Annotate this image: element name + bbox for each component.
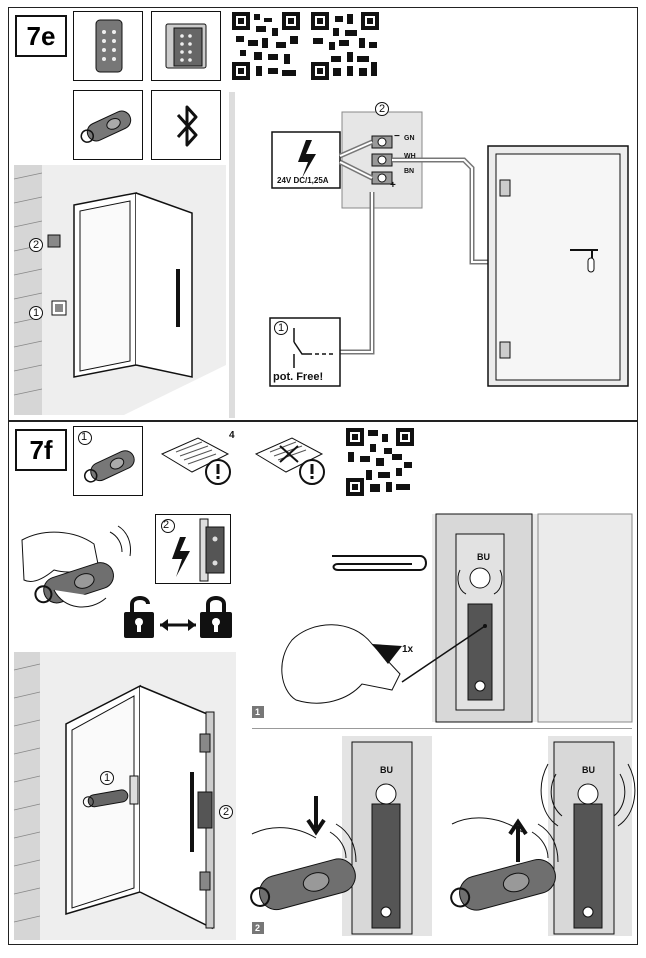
callout-1-switch: 1 (33, 307, 40, 319)
manual-reference-number: 4 (229, 430, 235, 441)
qr-code-2-icon (311, 12, 379, 80)
callout-2-junction: 2 (379, 103, 386, 115)
wireless-keypad-icon (95, 19, 123, 73)
door-installation-illustration (13, 165, 226, 415)
button-label-bu-1: BU (477, 552, 490, 562)
bluetooth-tile (151, 90, 221, 160)
callout-2-lock: 2 (163, 519, 170, 531)
keypad-wall-tile (151, 11, 221, 81)
page-frame (8, 7, 638, 945)
power-supply-label: 24V DC/1,25A (277, 176, 329, 185)
wiring-diagram (229, 92, 637, 418)
keypad-handheld-tile (73, 11, 143, 81)
button-label-bu-2: BU (380, 765, 393, 775)
button-label-bu-3: BU (582, 765, 595, 775)
terminal-gn-label: GN (404, 135, 415, 142)
manual-warning-icon (160, 437, 231, 485)
callout-1-switch-box: 1 (278, 322, 285, 334)
callout-2-door-lock: 2 (223, 806, 230, 818)
press-count-label: 1x (402, 644, 414, 655)
manual-crossed-warning-icon (254, 437, 325, 485)
lock-power-tile (155, 514, 231, 584)
callout-1-transmitter: 1 (81, 431, 88, 443)
terminal-wh-label: WH (404, 153, 416, 160)
handheld-transmitter-icon (80, 110, 132, 143)
step-label-7f: 7f (15, 429, 67, 471)
door-with-motor-lock-illustration (13, 652, 236, 940)
callout-2-keypad: 2 (33, 239, 40, 251)
panel-separator (252, 728, 632, 729)
qr-code-1-icon (232, 12, 300, 80)
handheld-transmitter-tile (73, 90, 143, 160)
handheld-transmitter-icon (78, 431, 135, 483)
polarity-minus: − (394, 131, 400, 142)
callouts-left (29, 238, 43, 320)
section-divider (8, 420, 638, 422)
hand-with-transmitter-illustration (21, 525, 131, 608)
wall-keypad-icon (165, 23, 207, 69)
polarity-plus: + (390, 180, 396, 191)
panel-2-number: 2 (255, 923, 261, 933)
callout-1-door-transmitter: 1 (104, 772, 111, 784)
panel-1-number: 1 (255, 707, 261, 717)
step-label-7e: 7e (15, 15, 67, 57)
motor-lock-power-icon (161, 518, 225, 582)
potential-free-label: pot. Free! (273, 371, 324, 383)
terminal-bn-label: BN (404, 168, 415, 175)
transmitter-tile-7f (73, 426, 143, 496)
pairing-panel-2 (250, 736, 636, 936)
bluetooth-icon (176, 105, 198, 147)
lock-unlock-icons (124, 596, 232, 638)
qr-code-3-icon (346, 428, 414, 496)
reset-button-panel-1 (252, 513, 633, 723)
